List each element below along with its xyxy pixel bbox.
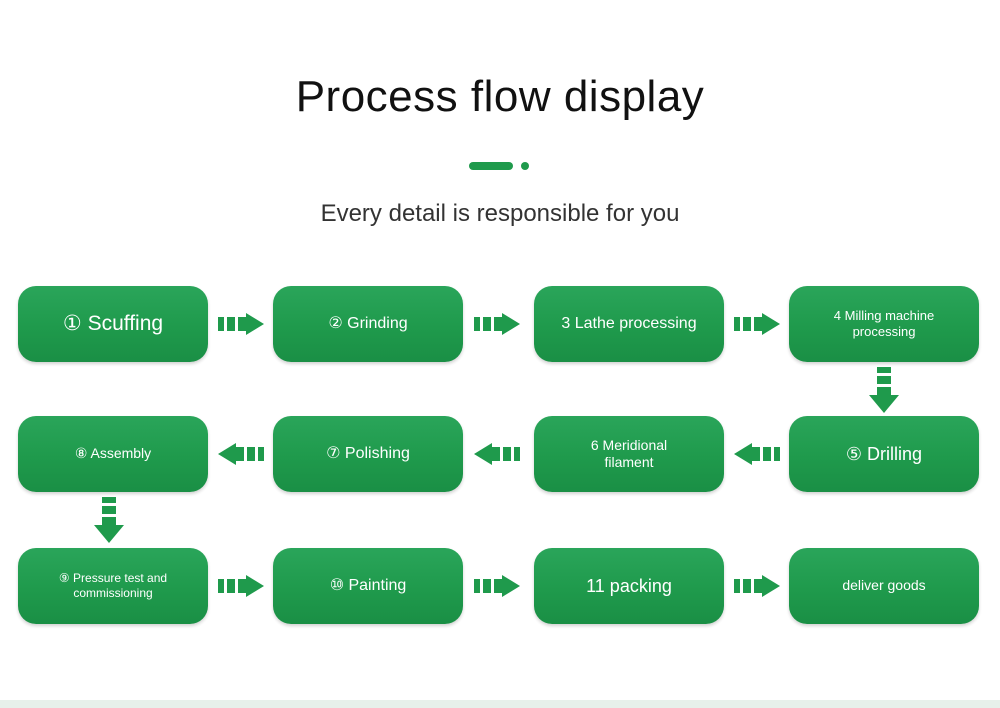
arrow-down-icon bbox=[94, 497, 124, 543]
step-label: ② Grinding bbox=[328, 315, 408, 332]
step-label: 4 Milling machine processing bbox=[833, 307, 935, 339]
step-deliver-goods: deliver goods bbox=[789, 548, 979, 624]
step-scuffing: ① Scuffing bbox=[18, 286, 208, 362]
step-polishing: ⑦ Polishing bbox=[273, 416, 463, 492]
arrow-right-icon bbox=[474, 575, 520, 597]
arrow-right-icon bbox=[734, 575, 780, 597]
step-label: 11 packing bbox=[586, 575, 672, 596]
step-label: ⑦ Polishing bbox=[326, 445, 410, 462]
title-underline-bar bbox=[469, 162, 513, 170]
arrow-down-icon bbox=[869, 367, 899, 413]
step-label: 3 Lathe processing bbox=[561, 315, 697, 332]
step-label: ① Scuffing bbox=[62, 311, 164, 335]
step-label: ⑩ Painting bbox=[329, 577, 407, 594]
arrow-right-icon bbox=[474, 313, 520, 335]
step-assembly: ⑧ Assembly bbox=[18, 416, 208, 492]
title-underline-dot bbox=[521, 162, 529, 170]
step-drilling: ⑤ Drilling bbox=[789, 416, 979, 492]
bottom-divider bbox=[0, 700, 1000, 708]
arrow-right-icon bbox=[218, 575, 264, 597]
page-title: Process flow display bbox=[295, 72, 705, 121]
step-meridional-filament: 6 Meridional filament bbox=[534, 416, 724, 492]
page-subtitle: Every detail is responsible for you bbox=[320, 200, 680, 227]
step-label: ⑨ Pressure test and commissioning bbox=[58, 571, 168, 600]
arrow-left-icon bbox=[734, 443, 780, 465]
step-milling-machine-processing: 4 Milling machine processing bbox=[789, 286, 979, 362]
arrow-right-icon bbox=[218, 313, 264, 335]
step-packing: 11 packing bbox=[534, 548, 724, 624]
step-label: ⑧ Assembly bbox=[74, 445, 152, 462]
arrow-left-icon bbox=[474, 443, 520, 465]
step-label: deliver goods bbox=[842, 577, 926, 594]
arrow-left-icon bbox=[218, 443, 264, 465]
arrow-right-icon bbox=[734, 313, 780, 335]
step-lathe-processing: 3 Lathe processing bbox=[534, 286, 724, 362]
step-painting: ⑩ Painting bbox=[273, 548, 463, 624]
step-label: 6 Meridional filament bbox=[590, 436, 668, 471]
step-grinding: ② Grinding bbox=[273, 286, 463, 362]
step-pressure-test: ⑨ Pressure test and commissioning bbox=[18, 548, 208, 624]
step-label: ⑤ Drilling bbox=[845, 443, 923, 464]
